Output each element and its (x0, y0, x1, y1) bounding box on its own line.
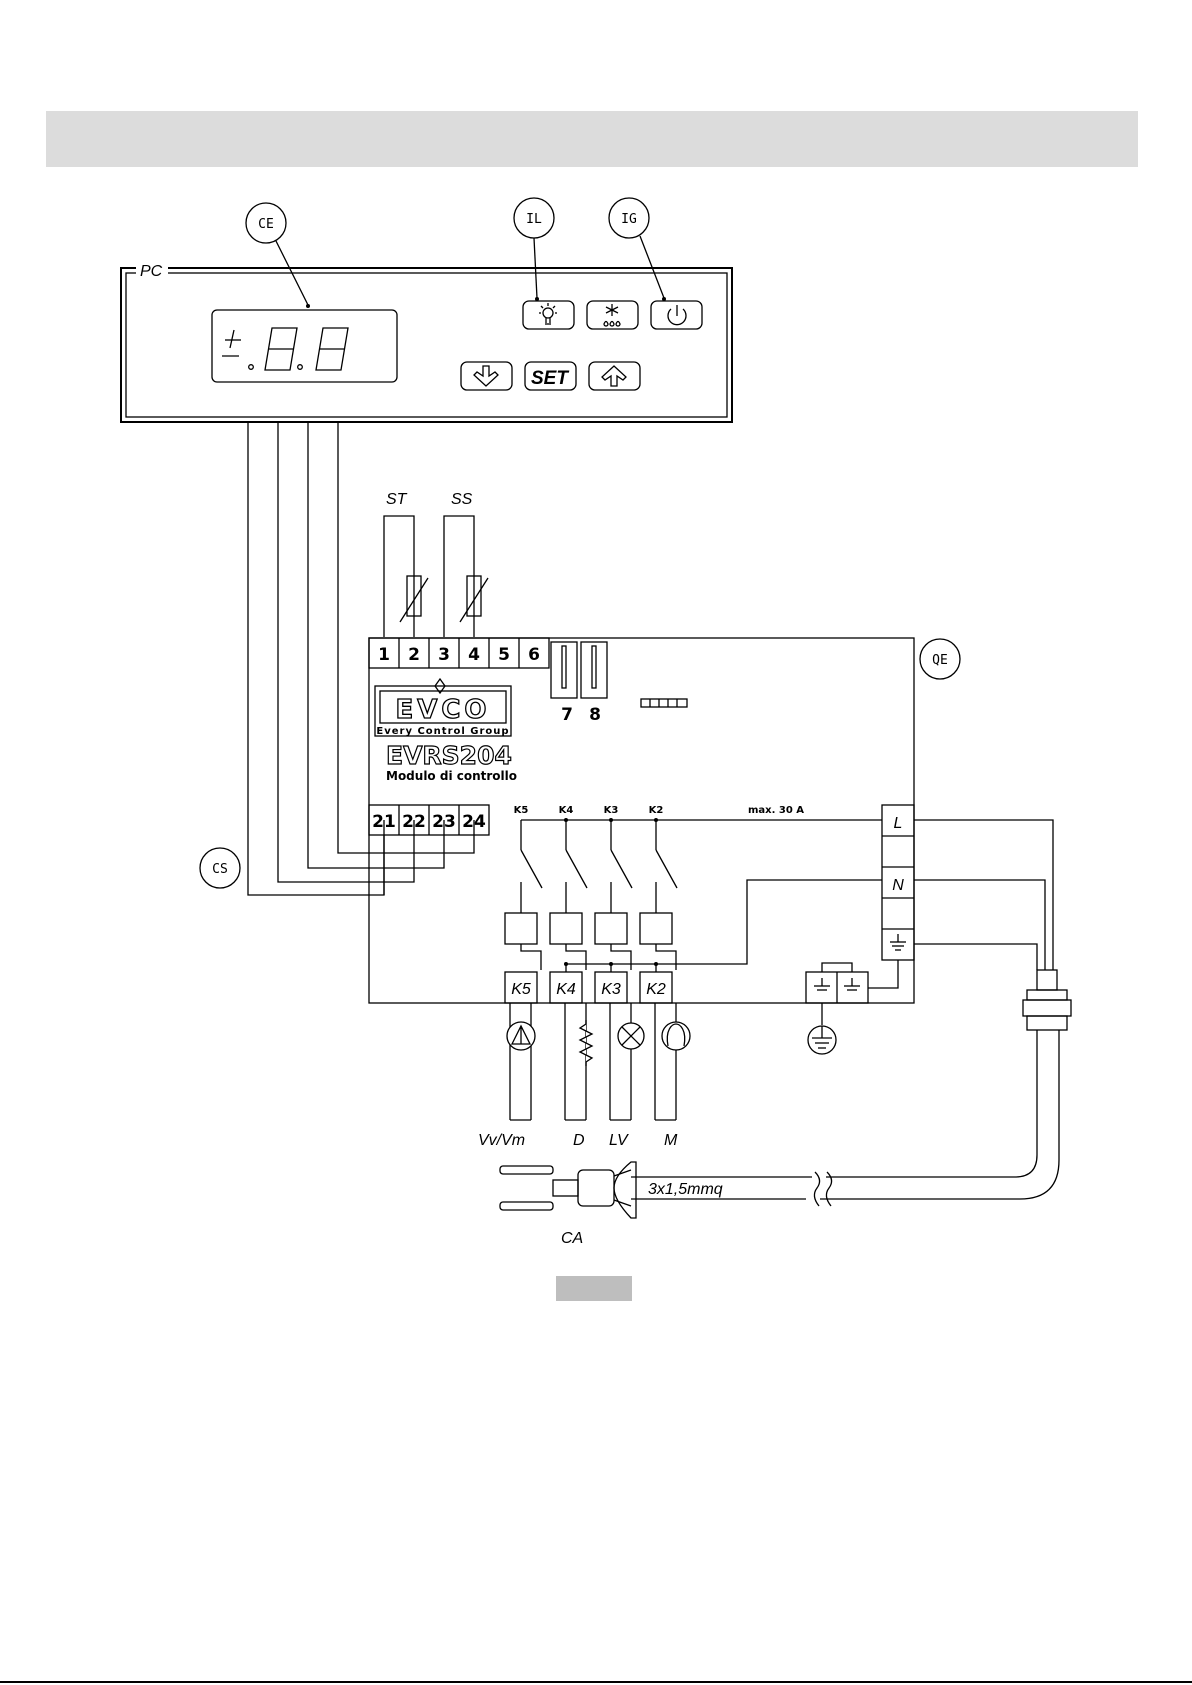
svg-text:8: 8 (589, 705, 601, 725)
svg-text:Every Control Group: Every Control Group (376, 726, 509, 737)
top-terminal-block: 1 2 3 4 5 6 (369, 638, 549, 668)
load-d: D (565, 1003, 592, 1149)
svg-text:2: 2 (408, 645, 420, 665)
callout-qe: QE (920, 639, 960, 679)
power-plug: CA (500, 1162, 636, 1247)
svg-text:LV: LV (609, 1132, 629, 1149)
svg-text:EVCO: EVCO (395, 695, 490, 725)
probe-ss: SS (444, 491, 488, 637)
control-panel: PC (121, 260, 732, 422)
cable-spec: 3x1,5mmq (648, 1181, 723, 1198)
svg-text:5: 5 (498, 645, 510, 665)
svg-text:CS: CS (212, 862, 228, 877)
relay-label-k4: K4 (559, 805, 574, 816)
svg-text:SS: SS (451, 491, 473, 508)
relay-label-k2: K2 (649, 805, 664, 816)
svg-text:7: 7 (561, 705, 573, 725)
figure-caption-box (556, 1276, 632, 1301)
callout-cs: CS (200, 848, 240, 888)
svg-text:M: M (664, 1132, 678, 1149)
power-cable: 3x1,5mmq (631, 820, 1071, 1206)
earth-terminals (806, 960, 898, 1054)
relay-label-k3: K3 (604, 805, 619, 816)
svg-text:22: 22 (402, 812, 426, 832)
arrow-down-icon (474, 366, 498, 386)
evco-logo: EVCO Every Control Group (375, 679, 511, 737)
line-terminal: L (894, 815, 903, 832)
neutral-terminal: N (892, 877, 904, 894)
set-button[interactable]: SET (525, 362, 576, 390)
svg-text:K4: K4 (556, 981, 576, 998)
dip-switch (641, 699, 687, 707)
up-button[interactable] (589, 362, 640, 390)
relay-switches (505, 820, 677, 970)
svg-text:ST: ST (386, 491, 408, 508)
load-vv-vm: Vv/Vm (478, 1003, 535, 1149)
svg-text:K5: K5 (511, 981, 531, 998)
svg-text:IL: IL (526, 212, 542, 227)
defrost-icon (604, 304, 620, 326)
svg-text:Vv/Vm: Vv/Vm (478, 1132, 525, 1149)
svg-text:1: 1 (378, 645, 390, 665)
power-icon (668, 305, 686, 325)
module-description: Modulo di controllo (386, 769, 517, 783)
callout-il: IL (514, 198, 554, 301)
output-terminals: K5 K4 K3 K2 (505, 972, 672, 1003)
svg-text:CE: CE (258, 217, 274, 232)
svg-text:21: 21 (372, 812, 396, 832)
set-label: SET (531, 368, 569, 389)
svg-text:K2: K2 (646, 981, 666, 998)
load-m: M (655, 1003, 690, 1149)
callout-ig: IG (609, 198, 666, 301)
resistor-icon (580, 1020, 592, 1066)
probe-st: ST (384, 491, 428, 637)
svg-text:23: 23 (432, 812, 456, 832)
max-current-label: max. 30 A (748, 805, 804, 816)
control-module: 1 2 3 4 5 6 7 8 EVCO (369, 638, 914, 1054)
serial-terminals: 7 8 (551, 642, 607, 725)
defrost-button[interactable] (587, 301, 638, 329)
panel-label: PC (140, 263, 163, 280)
svg-text:D: D (573, 1132, 585, 1149)
plug-label: CA (561, 1230, 583, 1247)
svg-text:IG: IG (621, 212, 637, 227)
arrow-up-icon (602, 366, 626, 386)
light-button[interactable] (523, 301, 574, 329)
svg-text:6: 6 (528, 645, 540, 665)
model-name: EVRS204 (386, 741, 512, 770)
svg-text:QE: QE (932, 653, 948, 668)
svg-text:24: 24 (462, 812, 486, 832)
svg-text:4: 4 (468, 645, 480, 665)
load-lv: LV (609, 1003, 644, 1149)
temperature-display (212, 310, 397, 382)
power-terminal-block: L N (882, 805, 914, 960)
down-button[interactable] (461, 362, 512, 390)
earth-icon (890, 934, 906, 950)
svg-text:K3: K3 (601, 981, 621, 998)
relay-label-k5: K5 (514, 805, 529, 816)
light-bulb-icon (539, 303, 557, 324)
comm-terminal-block: 21 22 23 24 (369, 805, 489, 835)
svg-text:3: 3 (438, 645, 450, 665)
footer-rule (0, 1681, 1192, 1683)
power-button[interactable] (651, 301, 702, 329)
callout-ce: CE (246, 203, 310, 308)
